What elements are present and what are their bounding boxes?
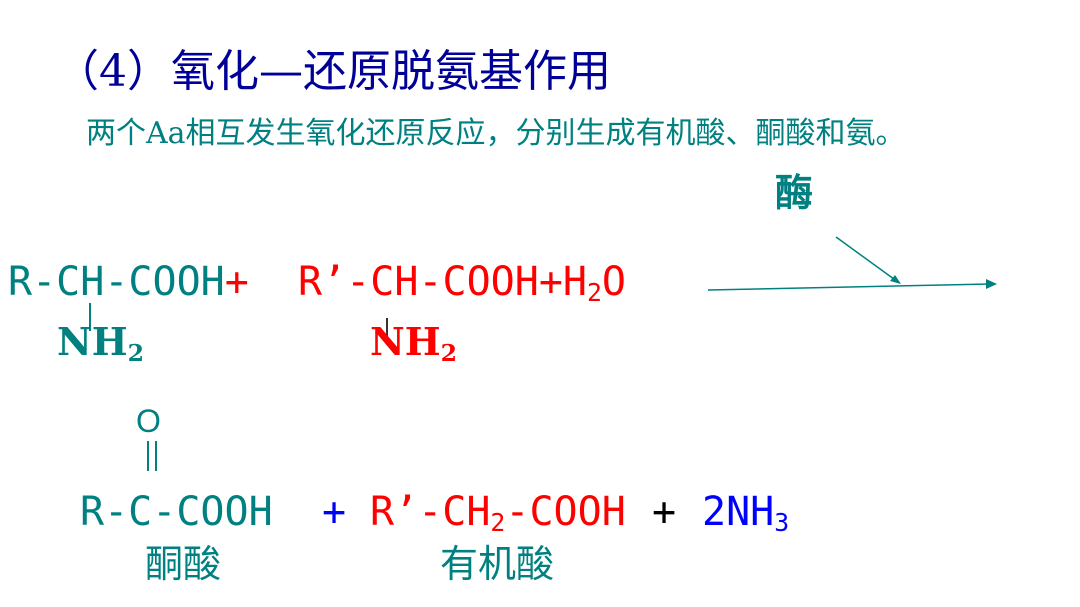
organic-acid-label: 有机酸 <box>440 542 555 586</box>
reactant-1-formula: R-CH-COOH <box>8 259 225 305</box>
amino-right-subscript: 2 <box>440 338 458 367</box>
product-ammonia: 2NH3 <box>702 489 789 535</box>
reactant-2: R’-CH-COOH+H2O <box>298 259 627 305</box>
slide-subtitle: 两个Aa相互发生氧化还原反应，分别生成有机酸、酮酸和氨。 <box>86 116 906 151</box>
organic-acid-subscript: 2 <box>490 508 506 538</box>
amino-group-left: NH2 <box>57 323 144 365</box>
keto-acid-label: 酮酸 <box>145 542 222 586</box>
product-organic-acid: R’-CH2-COOH <box>370 489 626 535</box>
bond-line-right <box>386 318 388 344</box>
amino-right-text: NH <box>370 319 441 364</box>
water-oxygen: O <box>601 259 627 305</box>
organic-acid-pre: R’-CH <box>370 489 491 535</box>
ammonia-subscript: 3 <box>774 508 790 538</box>
product-plus-2: + <box>652 489 677 535</box>
organic-acid-post: -COOH <box>505 489 626 535</box>
reactant-plus: + <box>224 259 249 305</box>
product-keto-acid: R-C-COOH <box>80 489 273 535</box>
double-bond-line-1 <box>147 441 149 471</box>
enzyme-pointer-arrowhead <box>890 275 901 284</box>
double-bond-line-2 <box>155 441 157 471</box>
enzyme-label: 酶 <box>775 170 814 215</box>
water-subscript: 2 <box>586 278 602 308</box>
ammonia-pre: 2NH <box>702 489 775 535</box>
amino-left-text: NH <box>57 319 128 364</box>
bond-line-left <box>89 303 91 331</box>
slide-title: （4）氧化—还原脱氨基作用 <box>55 46 611 97</box>
product-plus-1: + <box>322 489 347 535</box>
amino-left-subscript: 2 <box>127 338 145 367</box>
amino-group-right: NH2 <box>370 323 457 365</box>
reaction-arrow-head <box>986 279 997 289</box>
reactant-1: R-CH-COOH+ <box>8 262 249 302</box>
reaction-arrow-line <box>707 283 991 291</box>
reactant-2-formula: R’-CH-COOH+H <box>298 259 587 305</box>
enzyme-pointer-line <box>835 236 899 283</box>
keto-oxygen: O <box>136 403 161 439</box>
